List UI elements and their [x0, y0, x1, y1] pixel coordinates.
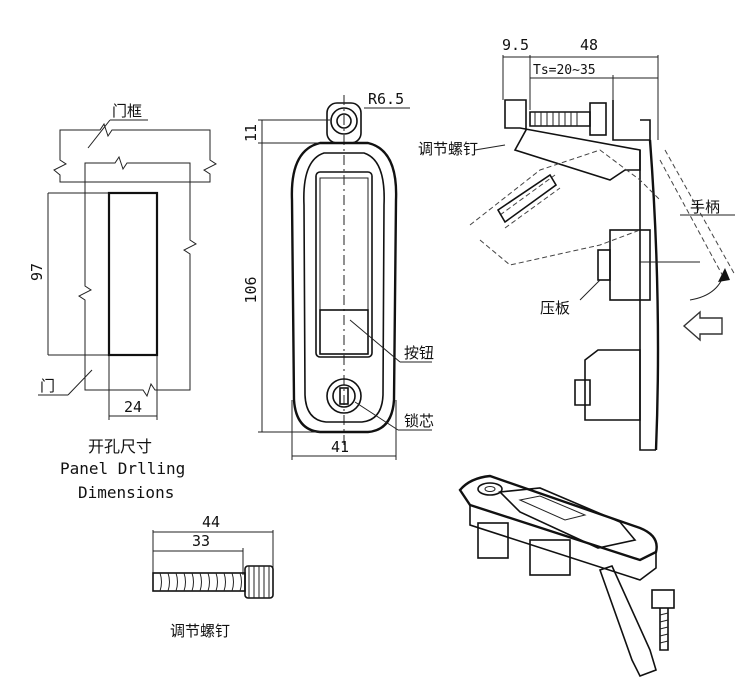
- iso-front-face: [469, 505, 657, 581]
- iso-lock-inner: [484, 486, 496, 492]
- top-screw-head: [589, 102, 607, 136]
- side-screw-label: 调节螺钉: [418, 140, 478, 158]
- front-body-outer: [290, 141, 398, 434]
- dim-ts-text: Ts=20~35: [533, 63, 596, 78]
- door-label: 门: [40, 377, 55, 395]
- iso-top-face: [458, 474, 658, 562]
- swung-handle: [659, 149, 736, 281]
- cutout-rect: [107, 191, 159, 357]
- handle-label: 手柄: [690, 198, 720, 216]
- front-view-diagram: R6.5 11 106 41 按钮 锁芯: [242, 90, 434, 460]
- caption-en-2: Dimensions: [78, 483, 174, 502]
- screw-knurl: [248, 566, 270, 598]
- handle-recess: [315, 171, 373, 358]
- button-label: 按钮: [404, 344, 434, 362]
- top-screw-shaft: [529, 111, 591, 127]
- side-view-diagram: 9.5 48 Ts=20~35 调节螺钉 手柄: [418, 36, 736, 451]
- swung-arm-lower: [479, 229, 641, 266]
- iso-screw-thread: [659, 612, 669, 644]
- lock-housing: [584, 349, 641, 421]
- lock-cylinder-inner: [332, 384, 356, 408]
- caption-cn: 开孔尺寸: [88, 437, 152, 456]
- screw-detail-label: 调节螺钉: [170, 622, 230, 640]
- screw-thread: [159, 572, 242, 592]
- swung-screw: [496, 173, 558, 224]
- door-channel: [612, 100, 651, 141]
- dim-9-5-text: 9.5: [502, 36, 529, 54]
- dim-33-text: 33: [192, 532, 210, 550]
- plate-bolt: [597, 249, 611, 281]
- screw-shaft: [152, 572, 246, 592]
- swung-arm-outline: [469, 149, 661, 226]
- door-leader: [67, 369, 93, 396]
- dim-106-text: 106: [242, 276, 260, 303]
- lock-nut: [574, 379, 591, 406]
- isometric-view-diagram: [458, 474, 675, 678]
- swung-screw-dashed: [499, 174, 561, 229]
- screw-detail-diagram: 44 33 调节螺钉: [152, 513, 274, 640]
- iso-arm: [598, 565, 657, 678]
- dim-24-text: 24: [124, 398, 142, 416]
- door-frame-outline: [53, 122, 217, 183]
- door-frame-leader: [87, 119, 111, 149]
- lock-key-slot: [339, 387, 349, 405]
- caption-en-1: Panel Drlling: [60, 459, 185, 478]
- dim-48-text: 48: [580, 36, 598, 54]
- press-plate: [609, 229, 651, 301]
- rotation-arrow-curve: [689, 269, 726, 301]
- iso-button: [518, 495, 587, 521]
- plate-leader: [579, 279, 601, 301]
- door-frame-label: 门框: [112, 102, 142, 120]
- lock-label: 锁芯: [404, 412, 434, 430]
- screw-leader: [474, 144, 506, 151]
- door-outline: [78, 155, 197, 398]
- top-screw-thread: [534, 112, 578, 126]
- dim-11-text: 11: [242, 124, 260, 142]
- front-body-inner: [303, 152, 385, 423]
- dim-97-text: 97: [28, 263, 46, 281]
- hinge-eye-outer: [330, 107, 358, 135]
- radius-dim-text: R6.5: [368, 90, 404, 108]
- hinge-eye-hole: [336, 113, 352, 129]
- lock-leader: [354, 401, 399, 431]
- iso-handle: [498, 487, 637, 549]
- housing-back: [639, 150, 656, 451]
- button-leader: [349, 319, 401, 363]
- dim-41-text: 41: [331, 438, 349, 456]
- bracket-arm: [504, 99, 641, 181]
- iso-lock-body: [477, 522, 509, 559]
- push-arrow: [682, 310, 723, 342]
- plate-label: 压板: [540, 299, 570, 317]
- push-button: [319, 309, 369, 355]
- lock-cylinder-outer: [326, 378, 362, 414]
- iso-screw-head: [651, 589, 675, 609]
- iso-lock: [477, 482, 503, 496]
- iso-housing-lower: [529, 539, 571, 576]
- panel-drilling-diagram: 97 24 门框 门 开孔尺寸 Panel Drlling Dimensions: [28, 102, 217, 502]
- rotation-arrowhead: [718, 268, 730, 282]
- housing-face: [648, 139, 660, 451]
- dim-44-text: 44: [202, 513, 220, 531]
